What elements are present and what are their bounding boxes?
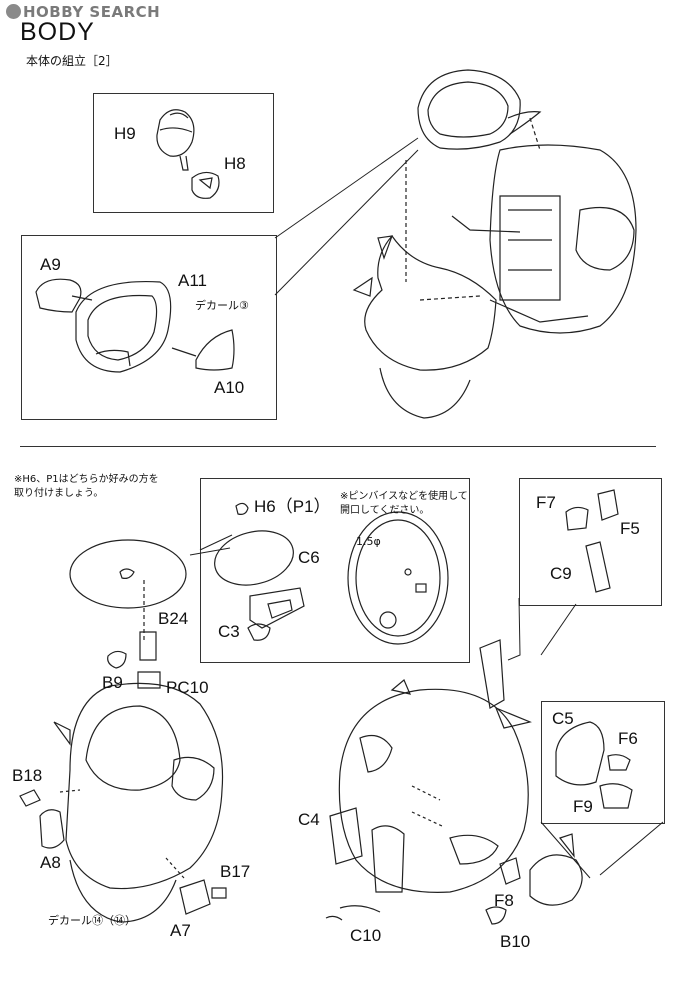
bottom-left-body <box>53 682 224 923</box>
part-a11-cockpit <box>75 280 172 373</box>
part-b24 <box>139 631 157 661</box>
part-label-c10: C10 <box>350 926 382 945</box>
part-label-h6-p1: H6（P1） <box>254 497 331 516</box>
part-label-f9: F9 <box>573 797 593 816</box>
inset-arm-parts <box>555 721 633 809</box>
part-label-b9: B9 <box>102 673 123 692</box>
note-left-line2: 取り付けましょう。 <box>14 488 104 499</box>
part-label-f5: F5 <box>620 519 640 538</box>
part-h8-base <box>191 171 220 199</box>
part-label-a7: A7 <box>170 921 191 940</box>
part-label-f6: F6 <box>618 729 638 748</box>
page-subtitle: 本体の組立［2］ <box>26 54 118 68</box>
part-label-c4: C4 <box>298 810 320 829</box>
part-label-a9: A9 <box>40 255 61 274</box>
watermark-logo: HOBBY SEARCH <box>6 3 160 21</box>
section-divider <box>20 446 656 447</box>
logo-mark-icon <box>6 4 21 19</box>
note-left-line1: ※H6、P1はどちらか好みの方を <box>14 474 159 485</box>
part-label-h9: H9 <box>114 124 136 143</box>
decal-label-top: デカール③ <box>195 299 249 312</box>
part-label-c3: C3 <box>218 622 240 641</box>
part-label-b24: B24 <box>158 609 189 628</box>
inset-weapon-box <box>519 478 662 606</box>
top-main-body <box>352 69 637 419</box>
part-a9 <box>35 278 93 313</box>
part-label-b10: B10 <box>500 932 531 951</box>
part-hatch-disc <box>69 539 187 640</box>
inset-hatch-parts <box>214 502 449 645</box>
part-label-c9: C9 <box>550 564 572 583</box>
inset-weapon-parts <box>565 489 619 593</box>
part-a7 <box>179 879 211 915</box>
part-b17 <box>211 887 227 899</box>
part-a8 <box>39 809 65 849</box>
part-label-h8: H8 <box>224 154 246 173</box>
decal-label-bottom: デカール⑭（⑭） <box>48 914 136 927</box>
inset-cockpit-box <box>21 235 277 420</box>
inset-arm-box <box>541 701 665 824</box>
bottom-right-body <box>325 639 583 925</box>
page-title: BODY <box>20 18 95 46</box>
part-pc10 <box>137 671 161 689</box>
part-label-f8: F8 <box>494 891 514 910</box>
part-label-a11: A11 <box>178 271 207 290</box>
callout-lines <box>189 137 664 879</box>
dimension-label: 1.5φ <box>356 535 381 548</box>
inset-head-box <box>93 93 274 213</box>
note-left: ※H6、P1はどちらか好みの方を 取り付けましょう。 <box>14 473 159 501</box>
note-center-line2: 開口してください。 <box>340 505 430 516</box>
note-center-line1: ※ピンバイスなどを使用して <box>340 491 468 502</box>
part-label-b18: B18 <box>12 766 43 785</box>
part-label-f7: F7 <box>536 493 556 512</box>
part-b18 <box>19 789 41 807</box>
inset-hatch-box <box>200 478 470 663</box>
part-b9 <box>107 650 127 669</box>
part-label-a10: A10 <box>214 378 245 397</box>
part-a10 <box>171 329 235 371</box>
part-h9-head <box>156 109 195 171</box>
part-label-b17: B17 <box>220 862 251 881</box>
note-center: ※ピンバイスなどを使用して 開口してください。 <box>340 490 468 518</box>
part-label-a8: A8 <box>40 853 61 872</box>
part-label-c5: C5 <box>552 709 574 728</box>
part-label-pc10: PC10 <box>166 678 209 697</box>
part-label-c6: C6 <box>298 548 320 567</box>
